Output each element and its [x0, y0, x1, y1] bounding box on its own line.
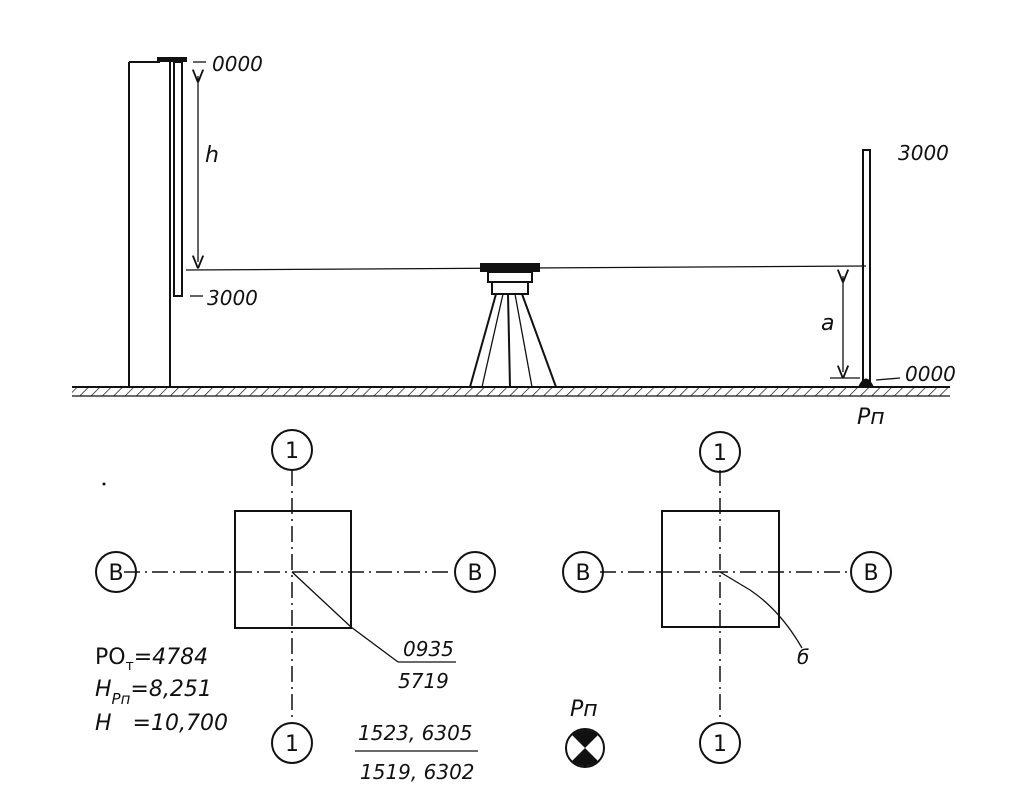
tick-bottom-right: [875, 377, 901, 381]
level-instrument: [469, 263, 557, 388]
calc-line1-value: =4784: [134, 645, 208, 670]
rod-right-bottom-reading: 0000: [905, 362, 956, 386]
plan-right-leader-label: б: [797, 645, 809, 669]
plan-left-column-square: [234, 510, 352, 629]
plan-left-axis-right-label: B: [467, 561, 482, 586]
svg-text:HPп=8,251: HPп=8,251: [95, 677, 212, 708]
benchmark-symbol: [565, 728, 605, 768]
plan-right-axis-bottom-label: 1: [713, 732, 727, 757]
plan-left-axis-left-label: B: [108, 561, 123, 586]
plan-left-axis-bottom-label: 1: [285, 732, 299, 757]
plan-right-axis-right-bubble: [850, 551, 892, 593]
rod-left-top-reading: 0000: [212, 52, 263, 76]
calc-line2-value: =8,251: [130, 677, 211, 702]
plan-right-axis-top-bubble: [699, 431, 741, 473]
rod-right-benchmark-label: Pп: [857, 405, 885, 430]
dimension-a-label: a: [821, 311, 834, 336]
plan-left-lower-numerator: 1523, 6305: [358, 721, 473, 745]
plan-left-axis-bottom-bubble: [271, 722, 313, 764]
plan-right-axis-bottom-bubble: [699, 722, 741, 764]
calc-line1-prefix: РО: [95, 645, 126, 670]
stray-dot: [102, 482, 106, 486]
svg-text:РОт=4784: РОт=4784: [95, 645, 208, 674]
plan-left-axis-top-label: 1: [285, 439, 299, 464]
plan-left-axis-right-bubble: [454, 551, 496, 593]
calculations: РОт=4784 HPп=8,251 H =10,700: [95, 645, 228, 736]
calc-line2-prefix: H: [95, 677, 112, 702]
plan-left-axis-left-bubble: [95, 551, 137, 593]
plan-left-reading-denominator: 5719: [398, 669, 449, 693]
plan-left: [95, 429, 496, 764]
left-column: [128, 61, 171, 387]
plan-left-lower-denominator: 1519, 6302: [360, 760, 475, 784]
plan-left-reading-numerator: 0935: [403, 637, 454, 661]
plan-left-axis-top-bubble: [271, 429, 313, 471]
plan-right-axis-top-label: 1: [713, 441, 727, 466]
benchmark-marker: [858, 378, 874, 387]
calc-line2-sub: Pп: [112, 690, 131, 708]
dimension-h-label: h: [205, 143, 219, 168]
plan-right-axis-right-label: B: [863, 561, 878, 586]
benchmark-symbol-label: Pп: [570, 697, 598, 722]
plan-right-axis-left-bubble: [562, 551, 604, 593]
calc-line3: H =10,700: [95, 711, 228, 736]
hanging-rod: [157, 57, 206, 297]
rod-left-bottom-reading: 3000: [207, 286, 258, 310]
plan-right-column-square: [661, 510, 780, 628]
right-rod: [830, 149, 901, 387]
calc-line1-sub: т: [126, 658, 134, 674]
plan-right-axis-left-label: B: [575, 561, 590, 586]
ground-line: [72, 386, 950, 397]
rod-right-top-reading: 3000: [898, 141, 949, 165]
plan-right: [562, 431, 892, 764]
